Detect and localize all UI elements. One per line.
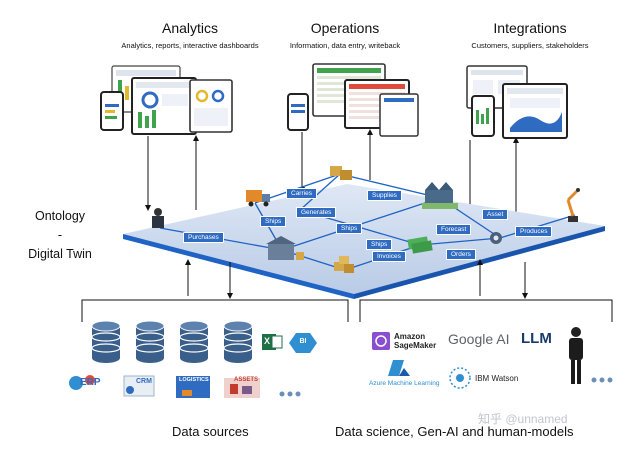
ibm-watson-logo: IBM Watson [475,374,519,383]
ontology-line-1: Ontology [34,209,86,223]
edge-label-ships: Ships [260,216,287,227]
data-science-label: Data science, Gen-AI and human-models [335,424,574,439]
amazon-sagemaker-logo: Amazon SageMaker [394,332,436,350]
database-icon-3 [179,320,209,363]
database-icons [91,320,253,363]
erp-logo: ERP [80,377,101,388]
ontology-label: Ontology - Digital Twin [14,207,106,264]
edge-label-orders: Orders [446,249,476,260]
edge-label-produces: Produces [515,226,553,237]
assets-logo: ASSETS [234,377,259,383]
sagemaker-text: SageMaker [394,341,437,350]
top-arrows [145,129,519,215]
operations-title: Operations [310,20,380,36]
ibm-watson-icon [449,367,471,389]
bi-label: BI [299,338,307,345]
operations-screens [287,63,419,137]
excel-icon [262,334,283,350]
assets-icon [224,378,260,398]
ontology-line-2: - [57,228,63,242]
more-dots-left [279,391,301,397]
amazon-sagemaker-icon [372,332,390,350]
database-icon-1 [91,320,121,363]
edge-label-asset: Asset [482,209,509,220]
data-sources-label: Data sources [172,424,249,439]
erp-icon [69,375,95,390]
human-presenter-icon [569,327,583,384]
money-icon [407,236,433,254]
more-dots-right [591,377,613,383]
crm-icon [123,375,155,397]
edge-label-generates: Generates [296,207,337,218]
excel-label: X [263,336,270,346]
gear-icon [490,232,502,244]
google-ai-logo: Google AI [448,331,510,347]
logistics-icon [176,376,210,398]
bottom-arrows [81,259,613,322]
llm-logo: LLM [521,330,552,347]
edge-label-forecast: Forecast [436,224,472,235]
crm-logo: CRM [136,378,152,385]
edge-label-ships: Ships [336,223,363,234]
factory-icon [422,182,458,209]
database-icon-2 [135,320,165,363]
azure-ml-logo: Azure Machine Learning [369,380,440,387]
operations-subtitle: Information, data entry, writeback [289,41,401,50]
database-icon-4 [223,320,253,363]
edge-label-purchases: Purchases [183,232,224,243]
watermark: 知乎 @unnamed [478,412,568,426]
analytics-subtitle: Analytics, reports, interactive dashboar… [121,41,259,50]
robot-arm-icon [566,188,580,222]
integrations-screens [466,65,568,139]
ontology-line-3: Digital Twin [28,247,92,261]
integrations-title: Integrations [493,20,567,36]
edge-label-supplies: Supplies [367,190,402,201]
azure-ml-icon [388,360,410,376]
truck-icon [246,190,270,207]
warehouse-icon [266,236,304,260]
boxes-icon [330,166,352,180]
analytics-dashboards [100,65,233,135]
integrations-subtitle: Customers, suppliers, stakeholders [471,41,589,50]
platform-nodes [152,166,580,273]
logistics-logo: LOGISTICS [179,377,209,383]
bi-logo-shape [289,333,317,353]
edge-label-ships: Ships [366,239,393,250]
amazon-text: Amazon [394,332,426,341]
analytics-title: Analytics [161,20,219,36]
edge-label-carries: Carries [286,188,317,199]
person-icon [152,208,164,228]
edge-label-invoices: Invoices [372,251,406,262]
parcels-icon [334,256,354,273]
